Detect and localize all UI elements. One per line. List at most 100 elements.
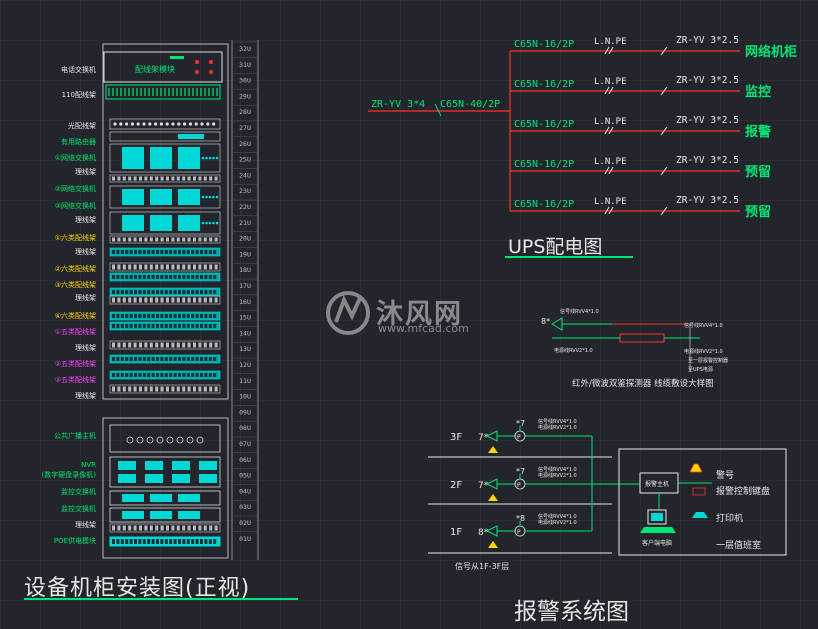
manager-finger	[176, 525, 180, 531]
router-port-block	[178, 134, 204, 139]
poe-port	[169, 539, 173, 544]
patch-port	[112, 250, 115, 254]
fiber-port	[188, 122, 192, 126]
patch-port	[169, 314, 173, 318]
patch-port	[208, 290, 212, 294]
patch-port	[125, 357, 129, 361]
manager-finger	[128, 264, 132, 270]
ups-title-underline	[505, 256, 633, 258]
patch-port	[160, 250, 164, 254]
patch-port	[160, 290, 164, 294]
patch-port	[200, 324, 203, 328]
unit-label: 02U	[239, 519, 251, 527]
poe-port	[120, 539, 124, 544]
manager-finger	[193, 386, 196, 392]
unit-label: 07U	[239, 440, 251, 448]
cabinet-title-underline	[24, 598, 298, 600]
monitor-switch-ports	[178, 494, 200, 502]
switch-led	[208, 156, 212, 160]
unit-label: 15U	[239, 314, 251, 322]
unit-label: 12U	[239, 361, 251, 369]
patch-port	[112, 314, 115, 318]
ups-branch-breaker: C65N-16/2P	[514, 39, 574, 50]
manager-finger	[193, 297, 196, 303]
manager-finger	[117, 264, 121, 270]
unit-label: 32U	[239, 45, 251, 53]
manager-finger	[117, 342, 121, 348]
unit-label: 27U	[239, 124, 251, 132]
alarm-node-label: P	[517, 529, 521, 536]
patch-port	[134, 275, 137, 279]
manager-finger	[187, 297, 191, 303]
manager-finger	[133, 342, 137, 348]
poe-port	[160, 539, 164, 544]
unit-label: 04U	[239, 487, 251, 495]
fiber-panel	[109, 118, 221, 130]
patch-port	[160, 324, 164, 328]
manager-finger	[187, 525, 191, 531]
manager-finger	[171, 342, 175, 348]
poe-port	[116, 539, 120, 544]
ups-branch-breaker: C65N-16/2P	[514, 199, 574, 210]
manager-finger	[128, 176, 132, 181]
manager-finger	[144, 176, 148, 181]
switch-led	[208, 221, 212, 225]
unit-label: 01U	[239, 535, 251, 543]
wire-note: 电源线RVV2*1.0	[538, 424, 577, 431]
cable-manager	[109, 384, 221, 394]
ups-branch-phase: L.N.PE	[594, 157, 627, 167]
switch-led	[212, 221, 215, 225]
ups-tick	[604, 206, 610, 215]
patch-port	[120, 290, 124, 294]
patch-port	[125, 290, 129, 294]
patch-port	[200, 275, 203, 279]
patch-port	[195, 250, 199, 254]
patch-port	[129, 275, 133, 279]
patch-port	[195, 357, 199, 361]
patch-port	[125, 314, 129, 318]
patch-port	[156, 324, 159, 328]
manager-finger	[149, 297, 153, 303]
patch-port	[164, 290, 168, 294]
patch-port	[142, 290, 146, 294]
patch-port	[125, 373, 129, 377]
cabinet-label: 理线架	[75, 520, 96, 529]
unit-label: 18U	[239, 266, 251, 274]
patch-port	[204, 250, 208, 254]
patch-port	[169, 373, 173, 377]
ups-main-cable: ZR-YV 3*4	[371, 99, 425, 110]
patch-port	[134, 357, 137, 361]
cabinet-label: ①五类配线架	[55, 327, 96, 336]
ups-title: UPS配电图	[508, 236, 603, 258]
patch-port	[204, 290, 208, 294]
floor-count: 8*	[478, 528, 489, 538]
unit-label: 24U	[239, 171, 251, 179]
manager-finger	[149, 264, 153, 270]
nvr-drive-bay	[172, 461, 190, 470]
fiber-port	[148, 122, 152, 126]
cable-manager	[109, 235, 221, 244]
ups-tick	[660, 86, 668, 96]
unit-label: 29U	[239, 92, 251, 100]
patch-port	[195, 275, 199, 279]
cabinet-label: NVR	[81, 461, 96, 469]
patch-port	[200, 373, 203, 377]
patch-port	[120, 250, 124, 254]
controller-label: 报警主机	[645, 480, 669, 488]
cabinet-label: 监控交换机	[61, 504, 96, 513]
patch-port	[156, 275, 159, 279]
patch-port	[151, 250, 155, 254]
cabinet-label: 110配线架	[62, 90, 96, 99]
manager-finger	[128, 297, 132, 303]
ups-load-label: 网络机柜	[745, 44, 797, 60]
manager-finger	[214, 525, 218, 531]
cabinet-label: ②六类配线架	[55, 264, 96, 273]
patch-port	[213, 314, 217, 318]
telephone-switch	[103, 51, 223, 83]
manager-finger	[214, 297, 218, 303]
watermark-url: www.mfcad.com	[378, 322, 469, 335]
poe-port	[147, 539, 151, 544]
poe-port	[208, 539, 212, 544]
ups-branch-cable: ZR-YV 3*2.5	[676, 195, 739, 206]
ups-tick	[608, 86, 614, 95]
